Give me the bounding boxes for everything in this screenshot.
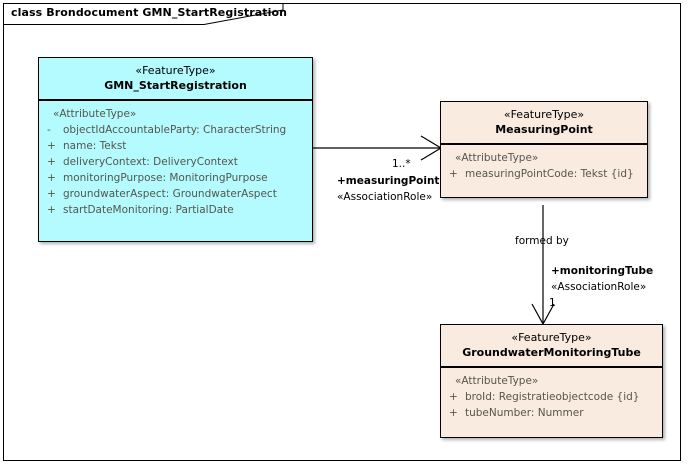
class-header: «FeatureType» GMN_StartRegistration bbox=[39, 58, 312, 101]
class-box-groundwatermonitoringtube[interactable]: «FeatureType» GroundwaterMonitoringTube … bbox=[440, 324, 663, 438]
attribute-text: objectIdAccountableParty: CharacterStrin… bbox=[63, 124, 287, 136]
class-box-measuringpoint[interactable]: «FeatureType» MeasuringPoint «AttributeT… bbox=[440, 101, 648, 198]
class-stereotype: «FeatureType» bbox=[135, 64, 216, 77]
class-name: MeasuringPoint bbox=[495, 123, 593, 136]
association-name-formed-by: formed by bbox=[515, 235, 569, 247]
association-stereotype-monitoringtube: «AssociationRole» bbox=[551, 281, 647, 293]
attribute-visibility: + bbox=[449, 391, 458, 403]
attribute-text: name: Tekst bbox=[63, 140, 127, 152]
attribute-compartment-stereotype: «AttributeType» bbox=[455, 152, 539, 164]
attribute-text: broId: Registratieobjectcode {id} bbox=[465, 391, 640, 403]
attribute-visibility: + bbox=[47, 156, 56, 168]
attribute-visibility: + bbox=[47, 140, 56, 152]
class-header: «FeatureType» MeasuringPoint bbox=[441, 102, 647, 145]
attribute-row: + tubeNumber: Nummer bbox=[449, 405, 658, 421]
association-stereotype-measuringpoint: «AssociationRole» bbox=[337, 191, 433, 203]
class-header: «FeatureType» GroundwaterMonitoringTube bbox=[441, 325, 662, 368]
attribute-row: + startDateMonitoring: PartialDate bbox=[47, 202, 308, 218]
class-name: GMN_StartRegistration bbox=[104, 79, 247, 92]
attribute-row: + broId: Registratieobjectcode {id} bbox=[449, 389, 658, 405]
class-name: GroundwaterMonitoringTube bbox=[462, 346, 641, 359]
attribute-row: + monitoringPurpose: MonitoringPurpose bbox=[47, 170, 308, 186]
attribute-row: + deliveryContext: DeliveryContext bbox=[47, 154, 308, 170]
class-stereotype: «FeatureType» bbox=[503, 108, 585, 121]
attribute-row: + measuringPointCode: Tekst {id} bbox=[449, 166, 643, 182]
attribute-text: monitoringPurpose: MonitoringPurpose bbox=[63, 172, 268, 184]
diagram-frame bbox=[3, 3, 681, 461]
page-title: class Brondocument GMN_StartRegistration bbox=[11, 6, 288, 19]
class-attributes-compartment: «AttributeType» + broId: Registratieobje… bbox=[441, 368, 662, 426]
attribute-visibility: + bbox=[47, 188, 56, 200]
attribute-text: tubeNumber: Nummer bbox=[465, 407, 584, 419]
attribute-text: deliveryContext: DeliveryContext bbox=[63, 156, 238, 168]
attribute-visibility: - bbox=[47, 124, 51, 136]
attribute-text: measuringPointCode: Tekst {id} bbox=[465, 168, 634, 180]
class-box-gmn-startregistration[interactable]: «FeatureType» GMN_StartRegistration «Att… bbox=[38, 57, 313, 242]
class-attributes-compartment: «AttributeType» + measuringPointCode: Te… bbox=[441, 145, 647, 187]
class-attributes-compartment: «AttributeType» - objectIdAccountablePar… bbox=[39, 101, 312, 223]
class-stereotype: «FeatureType» bbox=[511, 331, 592, 344]
attribute-compartment-stereotype: «AttributeType» bbox=[455, 375, 539, 387]
attribute-row: + name: Tekst bbox=[47, 138, 308, 154]
attribute-visibility: + bbox=[47, 172, 56, 184]
attribute-row: + groundwaterAspect: GroundwaterAspect bbox=[47, 186, 308, 202]
attribute-visibility: + bbox=[449, 168, 458, 180]
attribute-row: - objectIdAccountableParty: CharacterStr… bbox=[47, 122, 308, 138]
association-role-measuringpoint: +measuringPoint bbox=[337, 175, 440, 187]
association-role-monitoringtube: +monitoringTube bbox=[551, 265, 654, 277]
association-multiplicity-target: 1 bbox=[549, 297, 556, 309]
attribute-visibility: + bbox=[449, 407, 458, 419]
attribute-compartment-stereotype: «AttributeType» bbox=[53, 108, 137, 120]
attribute-text: groundwaterAspect: GroundwaterAspect bbox=[63, 188, 277, 200]
association-multiplicity-source: 1..* bbox=[392, 158, 411, 170]
attribute-text: startDateMonitoring: PartialDate bbox=[63, 204, 234, 216]
attribute-visibility: + bbox=[47, 204, 56, 216]
